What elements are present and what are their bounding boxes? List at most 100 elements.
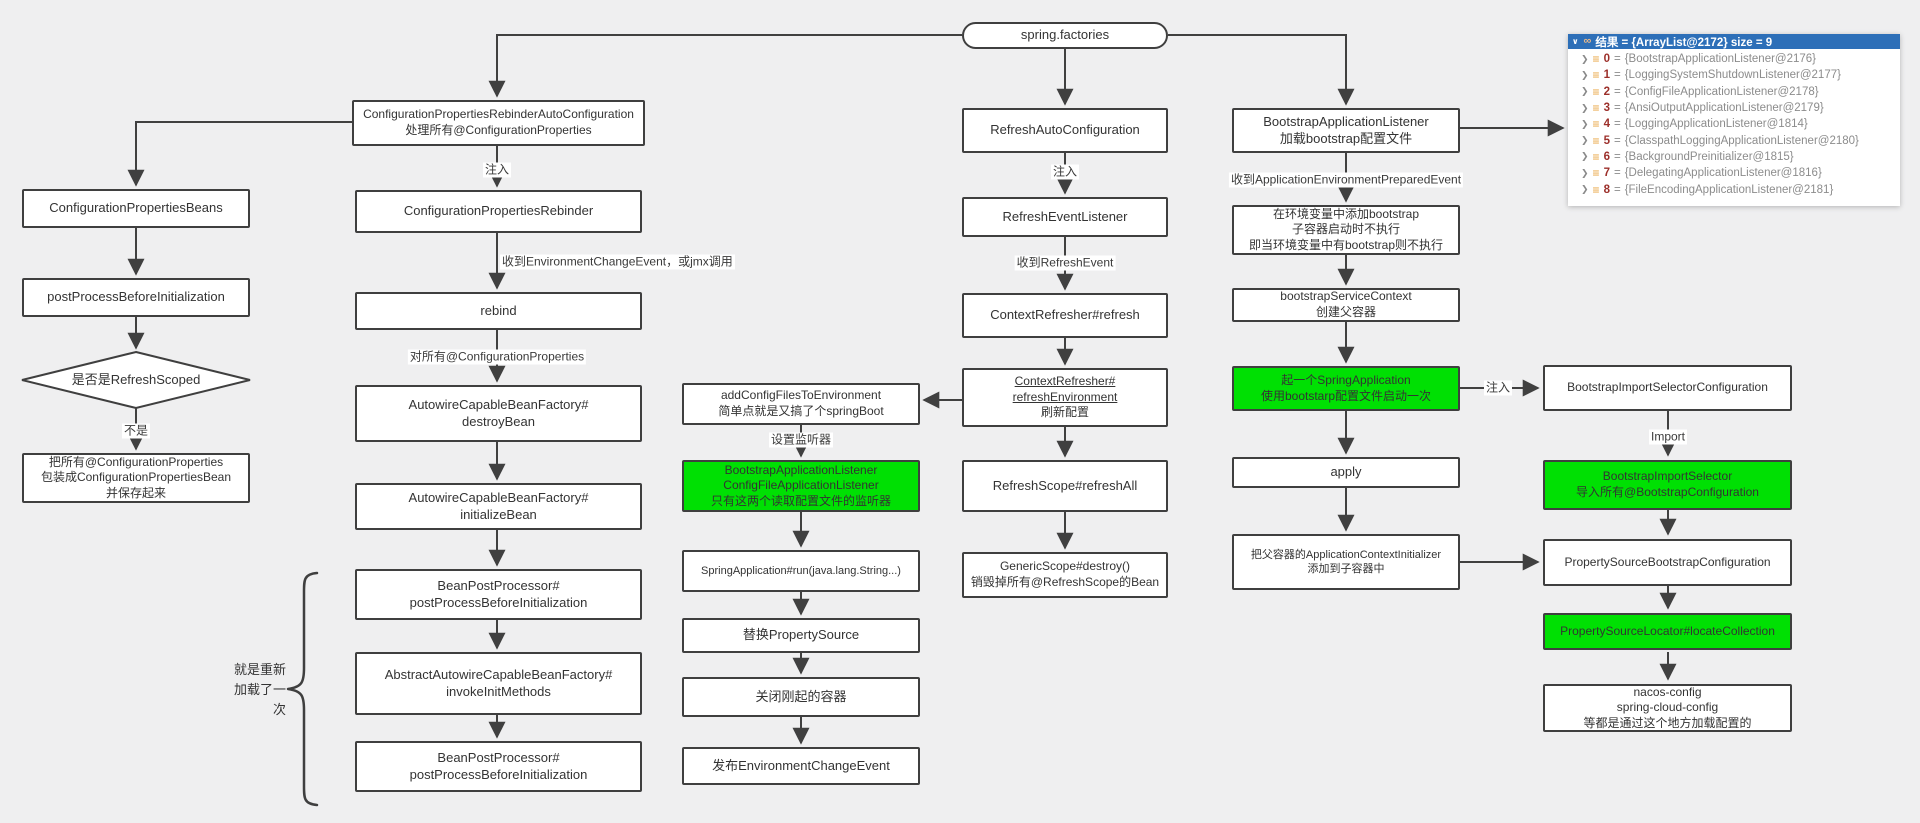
node-bootstrap-service-context: bootstrapServiceContext 创建父容器 [1232,288,1460,322]
list-value-icon: ≡ [1592,68,1600,83]
variable-index: 6 [1603,150,1610,163]
equals-sign: = [1613,69,1621,82]
node-config-listeners: BootstrapApplicationListener ConfigFileA… [682,460,920,512]
node-add-config-files-to-environment: addConfigFilesToEnvironment 简单点就是又搞了个spr… [682,383,920,425]
node-close-container: 关闭刚起的容器 [682,677,920,717]
node-add-bootstrap-to-environment: 在环境变量中添加bootstrap 子容器启动时不执行 即当环境变量中有boot… [1232,205,1460,255]
variable-row[interactable]: ❯ ≡ 2 = {ConfigFileApplicationListener@2… [1568,84,1900,100]
expand-chevron-icon[interactable]: ❯ [1581,102,1589,113]
refresh-environment-line1: ContextRefresher# [1014,374,1116,389]
node-bootstrap-application-listener: BootstrapApplicationListener 加载bootstrap… [1232,108,1460,153]
refresh-environment-line3: 刷新配置 [1040,405,1089,420]
node-destroy-bean: AutowireCapableBeanFactory# destroyBean [355,385,642,442]
list-value-icon: ≡ [1592,84,1600,99]
node-refresh-event-listener: RefreshEventListener [962,197,1168,237]
decision-diamond-shape [21,350,251,410]
node-initialize-bean: AutowireCapableBeanFactory# initializeBe… [355,483,642,530]
list-value-icon: ≡ [1592,133,1600,148]
equals-sign: = [1613,134,1621,147]
node-context-refresher-refresh: ContextRefresher#refresh [962,293,1168,338]
node-property-source-bootstrap-configuration: PropertySourceBootstrapConfiguration [1543,539,1792,586]
list-value-icon: ≡ [1592,117,1600,132]
node-refresh-scope-refresh-all: RefreshScope#refreshAll [962,460,1168,512]
edge-label-set-listeners: 设置监听器 [768,432,834,448]
variable-row[interactable]: ❯ ≡ 4 = {LoggingApplicationListener@1814… [1568,116,1900,132]
node-spring-application-run: SpringApplication#run(java.lang.String..… [682,550,920,592]
variable-row[interactable]: ❯ ≡ 6 = {BackgroundPreinitializer@1815} [1568,149,1900,165]
variable-value: {ClasspathLoggingApplicationListener@218… [1624,134,1859,147]
variable-index: 0 [1603,53,1610,66]
debugger-result-text: 结果 = {ArrayList@2172} size = 9 [1595,36,1773,49]
list-value-icon: ≡ [1592,166,1600,181]
debugger-variable-list: ❯ ≡ 0 = {BootstrapApplicationListener@21… [1568,49,1900,206]
variable-value: {LoggingApplicationListener@1814} [1624,118,1808,131]
variable-index: 1 [1603,69,1610,82]
variable-index: 2 [1603,85,1610,98]
node-generic-scope-destroy: GenericScope#destroy() 销毁掉所有@RefreshScop… [962,552,1168,598]
collapse-chevron-icon[interactable]: ∨ [1572,36,1579,46]
node-configuration-properties-rebinder: ConfigurationPropertiesRebinder [355,190,642,233]
node-context-refresher-refresh-environment: ContextRefresher# refreshEnvironment 刷新配… [962,368,1168,427]
debugger-variables-panel: ∨ ∞ 结果 = {ArrayList@2172} size = 9 ❯ ≡ 0… [1568,34,1900,206]
node-wrap-configuration-properties: 把所有@ConfigurationProperties 包装成Configura… [22,453,250,503]
node-spring-factories: spring.factories [962,22,1168,49]
node-post-process-before-initialization: postProcessBeforeInitialization [22,278,250,317]
list-value-icon: ≡ [1592,52,1600,67]
list-value-icon: ≡ [1592,149,1600,164]
variable-value: {FileEncodingApplicationListener@2181} [1624,183,1834,196]
node-apply: apply [1232,457,1460,488]
variable-value: {AnsiOutputApplicationListener@2179} [1624,102,1824,115]
variable-index: 4 [1603,118,1610,131]
node-nacos-config-note: nacos-config spring-cloud-config 等都是通过这个… [1543,684,1792,732]
equals-sign: = [1613,53,1621,66]
variable-row[interactable]: ❯ ≡ 7 = {DelegatingApplicationListener@1… [1568,165,1900,181]
variable-value: {BootstrapApplicationListener@2176} [1624,53,1817,66]
node-start-spring-application: 起一个SpringApplication 使用bootstarp配置文件启动一次 [1232,366,1460,411]
variable-index: 3 [1603,102,1610,115]
node-bootstrap-import-selector: BootstrapImportSelector 导入所有@BootstrapCo… [1543,460,1792,510]
list-value-icon: ≡ [1592,182,1600,197]
variable-row[interactable]: ❯ ≡ 3 = {AnsiOutputApplicationListener@2… [1568,100,1900,116]
edge-label-refresh-event: 收到RefreshEvent [1014,255,1116,271]
node-publish-environment-change-event: 发布EnvironmentChangeEvent [682,747,920,785]
node-is-refresh-scoped: 是否是RefreshScoped [71,371,201,387]
expand-chevron-icon[interactable]: ❯ [1581,135,1589,146]
expand-chevron-icon[interactable]: ❯ [1581,184,1589,195]
node-invoke-init-methods: AbstractAutowireCapableBeanFactory# invo… [355,652,642,715]
variable-index: 7 [1603,167,1610,180]
node-add-parent-initializers: 把父容器的ApplicationContextInitializer 添加到子容… [1232,534,1460,590]
edge-label-environment-change-event: 收到EnvironmentChangeEvent，或jmx调用 [500,254,735,270]
node-bootstrap-import-selector-configuration: BootstrapImportSelectorConfiguration [1543,365,1792,411]
edge-label-not: 不是 [121,423,151,439]
equals-sign: = [1613,150,1621,163]
equals-sign: = [1613,85,1621,98]
equals-sign: = [1613,183,1621,196]
node-property-source-locator: PropertySourceLocator#locateCollection [1543,613,1792,650]
edge-label-inject-refresh: 注入 [1050,164,1080,180]
variable-row[interactable]: ❯ ≡ 8 = {FileEncodingApplicationListener… [1568,181,1900,197]
node-bean-post-processor-1: BeanPostProcessor# postProcessBeforeInit… [355,569,642,620]
edge-label-inject-rebinder: 注入 [482,162,512,178]
expand-chevron-icon[interactable]: ❯ [1581,118,1589,129]
refresh-environment-line2: refreshEnvironment [1012,389,1118,404]
variable-value: {DelegatingApplicationListener@1816} [1624,167,1822,180]
equals-sign: = [1613,167,1621,180]
expand-chevron-icon[interactable]: ❯ [1581,86,1589,97]
debugger-result-row[interactable]: ∨ ∞ 结果 = {ArrayList@2172} size = 9 [1568,34,1900,49]
node-rebind: rebind [355,292,642,330]
variable-index: 5 [1603,134,1610,147]
equals-sign: = [1613,118,1621,131]
expand-chevron-icon[interactable]: ❯ [1581,151,1589,162]
expand-chevron-icon[interactable]: ❯ [1581,69,1589,80]
variable-value: {ConfigFileApplicationListener@2178} [1624,85,1819,98]
variable-row[interactable]: ❯ ≡ 5 = {ClasspathLoggingApplicationList… [1568,132,1900,148]
expand-chevron-icon[interactable]: ❯ [1581,167,1589,178]
variable-row[interactable]: ❯ ≡ 0 = {BootstrapApplicationListener@21… [1568,51,1900,67]
node-replace-property-source: 替换PropertySource [682,618,920,653]
brace-annotation: 就是重新 加载了一 次 [233,662,286,718]
curly-brace [286,571,319,807]
variable-row[interactable]: ❯ ≡ 1 = {LoggingSystemShutdownListener@2… [1568,67,1900,83]
node-refresh-auto-configuration: RefreshAutoConfiguration [962,108,1168,153]
expand-chevron-icon[interactable]: ❯ [1581,53,1589,64]
